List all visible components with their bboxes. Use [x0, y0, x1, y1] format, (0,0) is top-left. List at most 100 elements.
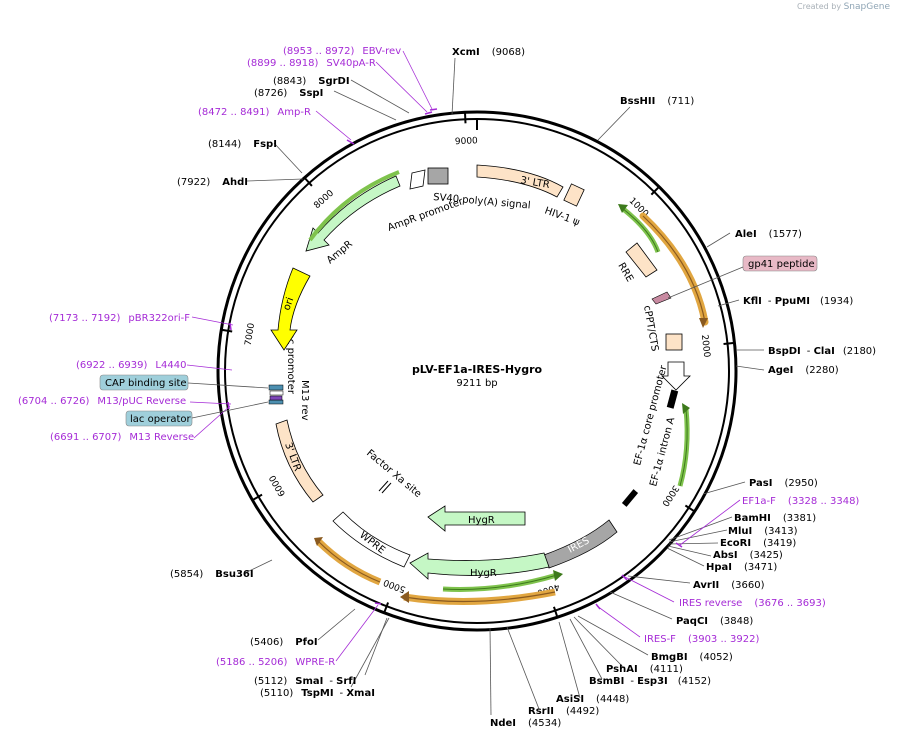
site-bsmbi: BsmBI- Esp3I(4152): [589, 676, 711, 687]
tick-mark: [251, 493, 263, 502]
site-fspi: (8144)FspI: [208, 139, 277, 150]
primer-m13-puc-reverse: (6704 .. 6726)M13/pUC Reverse: [18, 396, 186, 407]
tick-mark: [552, 606, 559, 618]
site-hpai: HpaI(3471): [706, 562, 777, 573]
primers: (8953 .. 8972)EBV-rev (8899 .. 8918)SV40…: [18, 46, 859, 668]
orange-arrowhead-left: [314, 537, 323, 546]
rre-shape: [625, 242, 658, 278]
green-arrowhead-top-right: [618, 204, 628, 213]
site-smai: (5112)SmaI- SrfI: [254, 676, 356, 687]
ef1a-black-mark-top: [666, 389, 679, 409]
tick-label: 7000: [244, 322, 258, 346]
lac-operator-label: lac operator: [130, 414, 191, 425]
site-pasi: PasI(2950): [749, 478, 818, 489]
orange-arc-bottom-inner: [403, 591, 556, 603]
hiv-psi-label: HIV-1 ψ: [543, 205, 581, 228]
green-arc-right-inner: [679, 408, 688, 487]
site-pfoi: (5406)PfoI: [250, 637, 318, 648]
m13-rev-mark: [269, 395, 283, 401]
site-asisi: AsiSI(4448): [556, 694, 629, 705]
gp41-leader: [667, 266, 744, 299]
wpre-shape: [332, 511, 411, 568]
created-by-label: Created by: [797, 2, 842, 11]
backbone-outer-ring: [216, 110, 738, 632]
leader-lines: [246, 57, 765, 716]
ampr-label: AmpR: [325, 239, 355, 267]
tick-mark: [303, 177, 313, 187]
primer-leader-lines: [186, 50, 741, 662]
hygr-upper-label: HygR: [468, 515, 495, 526]
cppt-box: [665, 333, 683, 351]
green-arc-top-right-inner: [621, 207, 659, 253]
cap-binding-site-box: [99, 374, 189, 391]
primer-sv40pa-r: (8899 .. 8918)SV40pA-R: [247, 58, 376, 69]
cap-leader: [187, 382, 269, 389]
tick-label: 3000: [659, 483, 680, 508]
primer-m13-reverse: (6691 .. 6707)M13 Reverse: [50, 432, 194, 443]
primer-ef1a-f: EF1a-F(3328 .. 3348): [742, 496, 859, 507]
ampr-promoter-arrow: [409, 169, 426, 190]
ef1a-promoter-arrow: [661, 361, 691, 391]
site-sgrdi: (8843)SgrDI: [273, 76, 350, 87]
lac-operator-mark: [268, 399, 284, 405]
site-tspmi: (5110)TspMI- XmaI: [260, 688, 375, 699]
primer-l4440: (6922 .. 6939)L4440: [76, 360, 186, 371]
ampr-green-arc: [308, 170, 400, 242]
orange-arrowhead-right: [699, 318, 708, 328]
m13-rev-label: M13 rev: [299, 380, 310, 421]
cap-binding-mark: [268, 384, 284, 391]
tick-mark: [723, 341, 735, 346]
site-ecori: EcoRI(3419): [720, 538, 796, 549]
plasmid-length: 9211 bp: [456, 378, 497, 389]
site-absi: AbsI(3425): [713, 550, 783, 561]
rre-label: RRE: [615, 261, 635, 284]
ltr-left-shape: [275, 419, 324, 503]
site-mlui: MluI(3413): [728, 526, 798, 537]
site-bsshii: BssHII(711): [620, 96, 694, 107]
orange-arc-left-inner: [317, 540, 381, 583]
cap-binding-site-label: CAP binding site: [105, 378, 187, 389]
lac-operator-box: [125, 410, 193, 427]
ltr-top-shape: [476, 164, 564, 198]
lac-promoter-label: lac promoter: [285, 330, 296, 395]
ori-shape: [270, 267, 311, 351]
primer-ebv-rev: (8953 .. 8972)EBV-rev: [283, 46, 401, 57]
site-paqci: PaqCI(3848): [676, 616, 753, 627]
lac-promoter-mark: [269, 390, 284, 396]
boxed-labels: gp41 peptide CAP binding site lac operat…: [99, 255, 818, 427]
primer-pbr322ori-f: (7173 .. 7192)pBR322ori-F: [49, 313, 190, 324]
green-arc-right: [677, 408, 690, 487]
orange-arrowhead-bottom: [400, 591, 409, 603]
hiv-psi-box: [563, 183, 585, 207]
orange-arc-right-inner: [642, 215, 706, 323]
tick-mark: [684, 504, 696, 513]
ampr-shape: [305, 175, 401, 252]
primer-ires-reverse: IRES reverse(3676 .. 3693): [679, 598, 826, 609]
green-arrowhead-bottom: [553, 570, 563, 581]
ef1a-black-mark-bottom: [621, 489, 639, 507]
sv40-polya-box: [427, 167, 449, 185]
cppt-label: cPPT/CTS: [641, 305, 660, 353]
primer-ires-f: IRES-F(3903 .. 3922): [644, 634, 759, 645]
site-pshai: PshAI(4111): [606, 664, 683, 675]
lac-operator-leader: [191, 401, 269, 419]
site-kfli: KflI- PpuMI(1934): [743, 296, 853, 307]
gp41-peptide-label: gp41 peptide: [748, 259, 815, 270]
site-xcmi: XcmI(9068): [452, 47, 525, 58]
tick-mark: [221, 328, 233, 333]
hygr-lower-label: HygR: [470, 568, 497, 579]
site-ndei: NdeI(4534): [490, 718, 561, 729]
green-arc-bottom-inner: [442, 574, 558, 590]
ires-shape: [543, 519, 618, 569]
site-sspi: (8726)SspI: [254, 88, 323, 99]
tick-label: 9000: [455, 136, 479, 147]
site-bsu36i: (5854)Bsu36I: [170, 569, 254, 580]
snapgene-credit: Created by SnapGene: [797, 2, 890, 12]
tick-label: 5000: [382, 576, 407, 594]
site-ahdi: (7922)AhdI: [177, 177, 248, 188]
site-avrii: AvrII(3660): [693, 580, 765, 591]
green-arrowhead-right: [682, 403, 690, 414]
primer-amp-r: (8472 .. 8491)Amp-R: [198, 107, 311, 118]
ori-label: ori: [281, 296, 296, 312]
